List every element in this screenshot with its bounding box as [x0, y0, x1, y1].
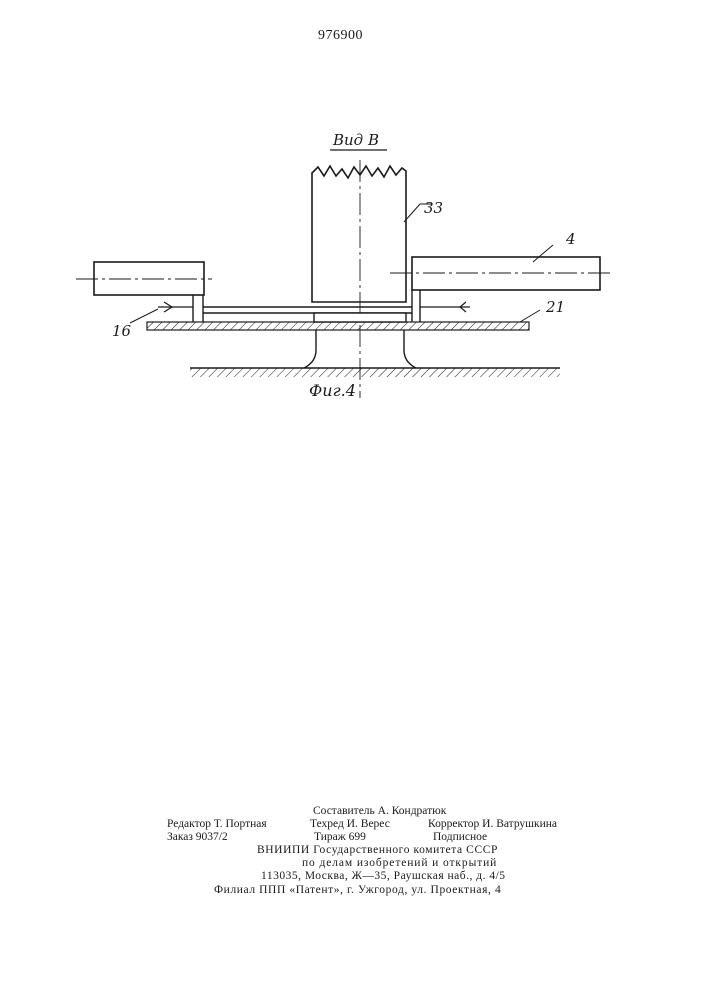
institute-line-2: по делам изобретений и открытий	[302, 857, 497, 869]
subscription-line: Подписное	[433, 831, 487, 843]
column-33	[312, 166, 406, 302]
foundation-top	[314, 313, 406, 322]
foundation-pedestal	[304, 330, 316, 368]
branch-line: Филиал ППП «Патент», г. Ужгород, ул. Про…	[214, 884, 501, 896]
callout-4: 4	[565, 230, 576, 248]
callout-21: 21	[545, 298, 565, 316]
base-plate-21	[147, 322, 529, 330]
right-beam-4	[412, 257, 600, 290]
tech-editor-line: Техред И. Верес	[310, 818, 390, 830]
corrector-line: Корректор И. Ватрушкина	[428, 818, 557, 830]
callout-33: 33	[424, 199, 443, 217]
callout-leader-21	[520, 310, 540, 322]
institute-line-1: ВНИИПИ Государственного комитета СССР	[257, 844, 498, 856]
view-label: Вид В	[332, 131, 379, 149]
callout-leader-16	[130, 309, 158, 323]
left-beam	[94, 262, 204, 295]
callout-leader-4	[533, 245, 553, 262]
ground-hatching	[190, 368, 560, 377]
compiler-line: Составитель А. Кондратюк	[313, 805, 446, 817]
circulation-line: Тираж 699	[314, 831, 366, 843]
editor-line: Редактор Т. Портная	[167, 818, 267, 830]
address-line: 113035, Москва, Ж—35, Раушская наб., д. …	[261, 870, 506, 882]
figure-label: Фиг.4	[309, 381, 356, 400]
callout-16: 16	[112, 322, 132, 340]
order-line: Заказ 9037/2	[167, 831, 228, 843]
